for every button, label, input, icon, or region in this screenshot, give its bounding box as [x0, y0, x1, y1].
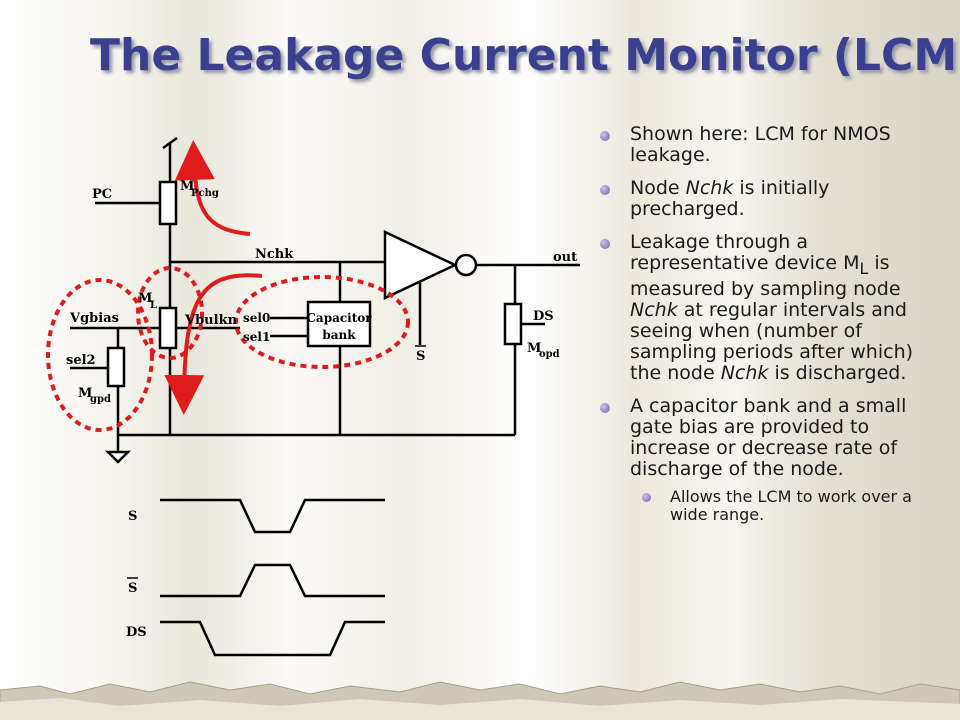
pchg-transistor	[158, 180, 178, 226]
label-ml-sub: L	[150, 300, 157, 311]
label-mopd: M	[527, 341, 541, 356]
label-mgpd-sub: gpd	[90, 394, 111, 405]
bullet-3-sub: L	[859, 258, 869, 278]
label-out: out	[553, 250, 577, 265]
label-mopd-sub: opd	[539, 349, 560, 360]
label-pc: PC	[92, 187, 112, 202]
bullet-3-mid2: at regular intervals and seeing when (nu…	[630, 298, 914, 384]
label-bank: bank	[322, 328, 356, 342]
label-ml: M	[138, 291, 152, 306]
mopd-transistor	[503, 302, 523, 346]
waveform-sbar	[160, 563, 385, 598]
bullet-4-text: A capacitor bank and a small gate bias a…	[630, 394, 907, 480]
current-arrow-down	[164, 273, 263, 415]
bullet-dot-icon	[600, 402, 610, 413]
capacitor-bank	[306, 300, 372, 348]
label-sel2: sel2	[66, 353, 96, 368]
highlight-ml	[136, 266, 204, 360]
label-ds: DS	[533, 309, 554, 324]
current-arrow-up	[174, 140, 251, 236]
ml-transistor	[158, 306, 178, 350]
bullet-3: Leakage through a representative device …	[598, 232, 928, 384]
label-mgpd: M	[78, 386, 92, 401]
waveform-s	[160, 498, 385, 534]
label-sbar: S	[416, 349, 425, 364]
label-vgbias: Vgbias	[69, 311, 119, 326]
label-mpchg-sub: Pchg	[191, 188, 219, 199]
inverter	[383, 230, 458, 300]
bullet-2-pre: Node	[630, 177, 686, 199]
wave-label-sbar: S	[128, 581, 137, 596]
label-nchk: Nchk	[255, 247, 294, 262]
bullet-2: Node Nchk is initially precharged.	[598, 178, 928, 220]
lcm-circuit-diagram: PC M Pchg Nchk M L Vgbias Vbulkn sel2 M …	[46, 136, 580, 657]
wave-label-s: S	[128, 509, 137, 524]
bullet-list: Shown here: LCM for NMOS leakage. Node N…	[598, 124, 928, 524]
slide-title: The Leakage Current Monitor (LCM)	[90, 30, 960, 81]
torn-paper-border	[0, 681, 960, 720]
highlight-capbank	[234, 275, 410, 369]
ground-symbol	[104, 450, 132, 464]
sub-bullet-dot-icon	[642, 492, 651, 502]
label-vbulkn: Vbulkn	[184, 313, 238, 328]
bullet-3-em: Nchk	[630, 298, 678, 321]
bullet-1-text: Shown here: LCM for NMOS leakage.	[630, 123, 891, 166]
mgpd-transistor	[106, 346, 126, 388]
bullet-dot-icon	[600, 185, 610, 195]
inverter-bubble	[454, 253, 478, 277]
bullet-1: Shown here: LCM for NMOS leakage.	[598, 124, 928, 166]
label-sel1: sel1	[243, 330, 270, 344]
wave-label-ds: DS	[126, 625, 147, 640]
bullet-3-em2: Nchk	[720, 361, 769, 384]
sub-bullet-text: Allows the LCM to work over a wide range…	[670, 486, 912, 524]
label-capacitor: Capacitor	[306, 311, 372, 325]
bullet-4: A capacitor bank and a small gate bias a…	[598, 394, 928, 480]
bullet-3-pre: Leakage through a representative device …	[630, 231, 860, 274]
bullet-3-post: is discharged.	[768, 361, 907, 384]
label-mpchg: M	[180, 179, 194, 194]
bullet-3-mid: is measured by sampling node	[630, 252, 901, 300]
bullet-dot-icon	[600, 239, 610, 249]
waveform-ds	[160, 620, 385, 657]
bullet-2-post: is initially precharged.	[630, 177, 830, 220]
bullet-2-em: Nchk	[685, 177, 734, 199]
sub-bullet: Allows the LCM to work over a wide range…	[640, 486, 928, 524]
highlight-gpd	[46, 278, 154, 432]
label-sel0: sel0	[243, 311, 270, 325]
bullet-dot-icon	[600, 131, 610, 141]
